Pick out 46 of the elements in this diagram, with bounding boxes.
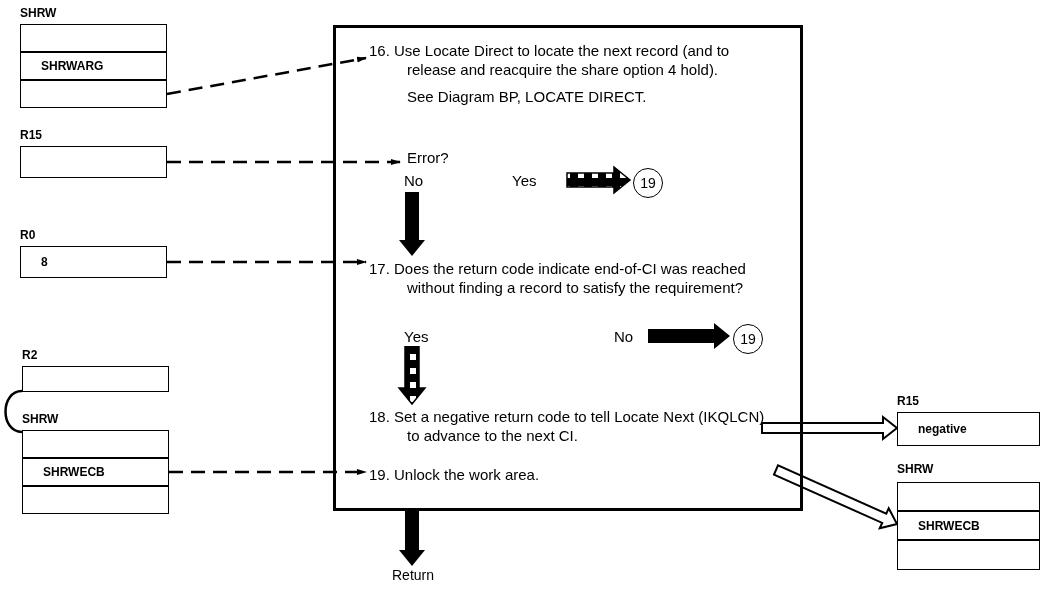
hollow-arrow (772, 464, 899, 530)
field-name: SHRWECB (918, 517, 980, 535)
register-value: 8 (40, 254, 48, 271)
register-heading: R0 (20, 228, 37, 244)
block-arrow (648, 323, 730, 349)
step-text: 17. Does the return code indicate end-of-CI was reached without finding a record to satisfy the requirement? (369, 259, 747, 297)
field-name: SHRWARG (41, 58, 104, 75)
register-heading: R2 (22, 348, 39, 364)
register-heading: R15 (20, 128, 43, 144)
step-text: 19. Unlock the work area. (369, 465, 541, 484)
register (897, 394, 1040, 446)
dashed-arrow (166, 56, 367, 96)
block-arrow (399, 511, 425, 566)
dashed-arrow (169, 469, 367, 475)
striped-arrow (397, 345, 427, 406)
empty-cell (22, 486, 169, 514)
register-heading: SHRW (22, 412, 59, 426)
empty-cell (897, 482, 1040, 511)
step-note: See Diagram BP, LOCATE DIRECT. (406, 87, 648, 106)
block-arrow (399, 192, 425, 256)
empty-cell (20, 80, 167, 108)
field-name: SHRWECB (43, 464, 105, 481)
empty-cell (22, 430, 169, 458)
storage-stack (897, 462, 1040, 572)
register-heading: R15 (897, 394, 920, 410)
register (20, 228, 167, 278)
field-cell (20, 52, 167, 80)
decision-question: Error? (407, 149, 449, 167)
register (20, 128, 167, 178)
storage-stack (20, 6, 167, 108)
dashed-arrow (167, 159, 401, 165)
empty-cell (897, 540, 1040, 570)
register-value: negative (917, 421, 967, 438)
striped-arrow (566, 165, 632, 195)
step-text: 16. Use Locate Direct to locate the next record (and to release and reacquire the share option 4 hold). (369, 41, 731, 79)
dashed-arrow (167, 259, 367, 265)
field-cell (897, 511, 1040, 540)
step-text: 18. Set a negative return code to tell Locate Next (IKQLCN) to advance to the next CI. (369, 407, 765, 445)
empty-cell (20, 24, 167, 52)
register-heading: SHRW (897, 462, 934, 476)
storage-stack (22, 412, 169, 514)
field-cell (22, 458, 169, 486)
register-heading: SHRW (20, 6, 57, 20)
register (22, 348, 169, 392)
return-label: Return (392, 566, 452, 586)
hollow-arrow (761, 414, 899, 442)
